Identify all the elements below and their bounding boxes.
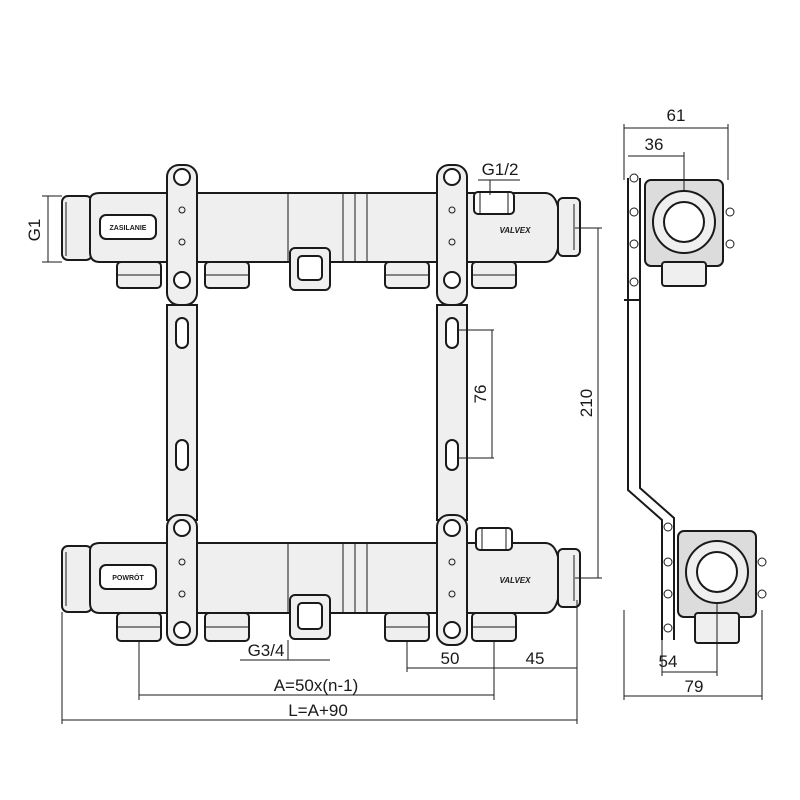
return-outlets <box>116 594 517 642</box>
dim-l: L=A+90 <box>288 701 348 720</box>
dim-54: 54 <box>659 652 678 671</box>
dim-a: A=50x(n-1) <box>274 676 359 695</box>
logo-bottom: VALVEX <box>500 576 532 585</box>
dim-g1: G1 <box>25 219 44 242</box>
dim-g34: G3/4 <box>248 641 285 660</box>
dim-g12: G1/2 <box>482 160 519 179</box>
vent-port-bottom <box>475 527 513 551</box>
supply-label: ZASILANIE <box>110 225 147 232</box>
bracket-left <box>166 164 198 646</box>
supply-label-plate: ZASILANIE <box>99 214 157 240</box>
bracket-right <box>436 164 468 646</box>
dim-210: 210 <box>577 389 596 417</box>
supply-outlets <box>116 247 517 291</box>
dim-61: 61 <box>667 106 686 125</box>
dim-76: 76 <box>471 385 490 404</box>
side-view <box>624 173 767 644</box>
dim-79: 79 <box>685 677 704 696</box>
logo-top: VALVEX <box>500 226 532 235</box>
return-label-plate: POWRÓT <box>99 564 157 590</box>
dim-45: 45 <box>526 649 545 668</box>
dim-36: 36 <box>645 135 664 154</box>
vent-port-top <box>473 191 515 215</box>
return-label: POWRÓT <box>112 573 144 582</box>
dim-50: 50 <box>441 649 460 668</box>
